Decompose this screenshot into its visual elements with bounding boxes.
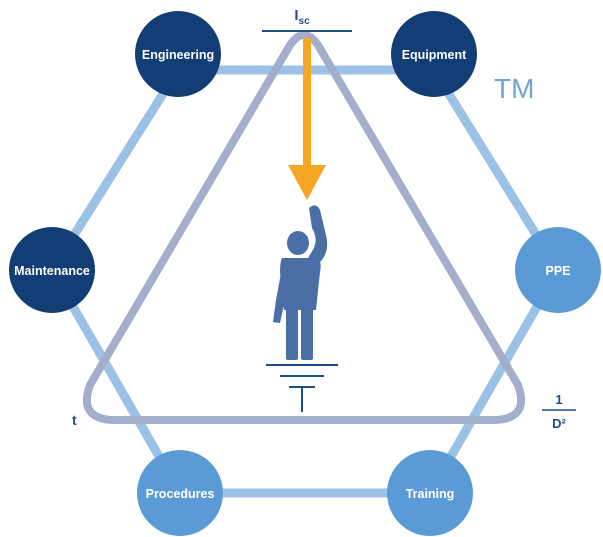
node-equipment: Equipment: [391, 11, 477, 97]
node-ppe: PPE: [515, 227, 601, 313]
svg-text:PPE: PPE: [545, 264, 570, 278]
svg-text:1: 1: [555, 392, 562, 407]
tm-label: TM: [494, 73, 534, 104]
person-figure: [273, 205, 328, 360]
time-label: t: [72, 412, 77, 428]
node-engineering: Engineering: [135, 11, 221, 97]
current-arrow: [288, 38, 326, 200]
svg-text:Engineering: Engineering: [142, 48, 214, 62]
inverse-distance-label: 1 D²: [542, 392, 576, 431]
hazard-triangle: [82, 31, 526, 424]
node-training: Training: [387, 450, 473, 536]
svg-text:Procedures: Procedures: [146, 487, 215, 501]
node-procedures: Procedures: [137, 450, 223, 536]
ground-symbol: [266, 364, 338, 412]
svg-text:D²: D²: [552, 416, 566, 431]
node-maintenance: Maintenance: [9, 227, 95, 313]
svg-text:Training: Training: [406, 487, 455, 501]
isc-label: Isc: [294, 7, 310, 27]
svg-text:Maintenance: Maintenance: [14, 264, 90, 278]
svg-text:Equipment: Equipment: [402, 48, 467, 62]
